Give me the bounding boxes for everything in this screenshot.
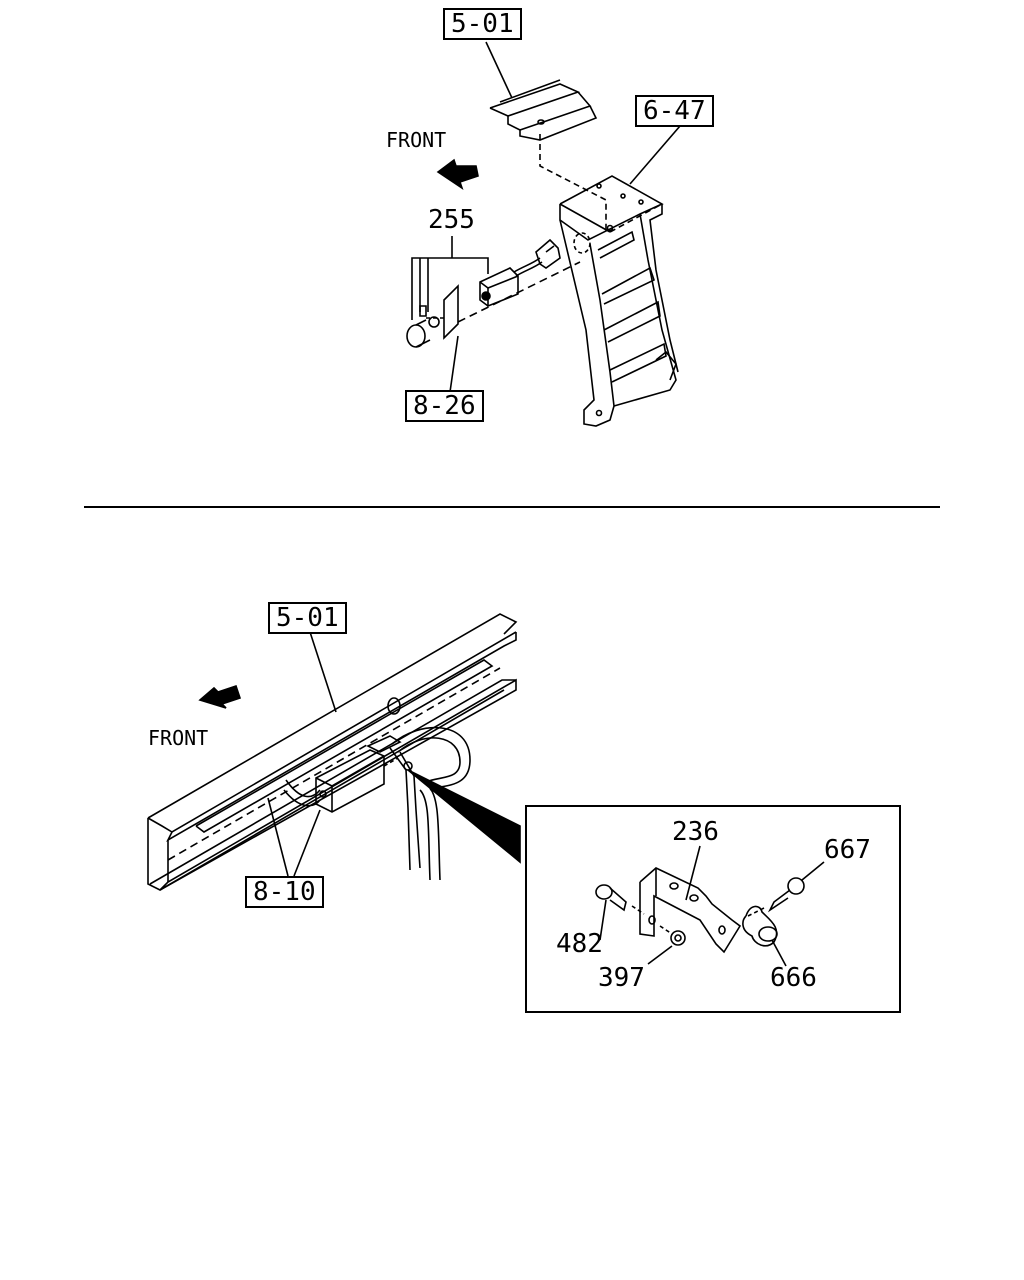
part-number-666: 666 (770, 963, 817, 993)
bottom-assembly (148, 614, 520, 890)
part-number-236: 236 (672, 817, 719, 847)
front-label-bottom: FRONT (148, 726, 209, 750)
front-arrow-icon (438, 160, 478, 188)
front-label-top: FRONT (386, 128, 447, 152)
ref-label-8-26: 8-26 (405, 390, 484, 422)
ref-label-5-01-bottom: 5-01 (268, 602, 347, 634)
ref-label-5-01-top: 5-01 (443, 8, 522, 40)
detail-callout-wedge (408, 770, 520, 862)
top-assembly (407, 42, 680, 426)
part-number-397: 397 (598, 963, 645, 993)
part-number-255: 255 (428, 205, 475, 235)
part-number-667: 667 (824, 835, 871, 865)
ref-label-6-47: 6-47 (635, 95, 714, 127)
ref-label-8-10: 8-10 (245, 876, 324, 908)
part-number-482: 482 (556, 929, 603, 959)
frame-rail-segment (490, 80, 596, 140)
switch-assembly (407, 240, 580, 347)
front-arrow-icon (200, 686, 240, 708)
detail-inset (526, 806, 900, 1012)
hanger-bracket (560, 176, 678, 426)
frame-rail-channel (148, 614, 516, 890)
